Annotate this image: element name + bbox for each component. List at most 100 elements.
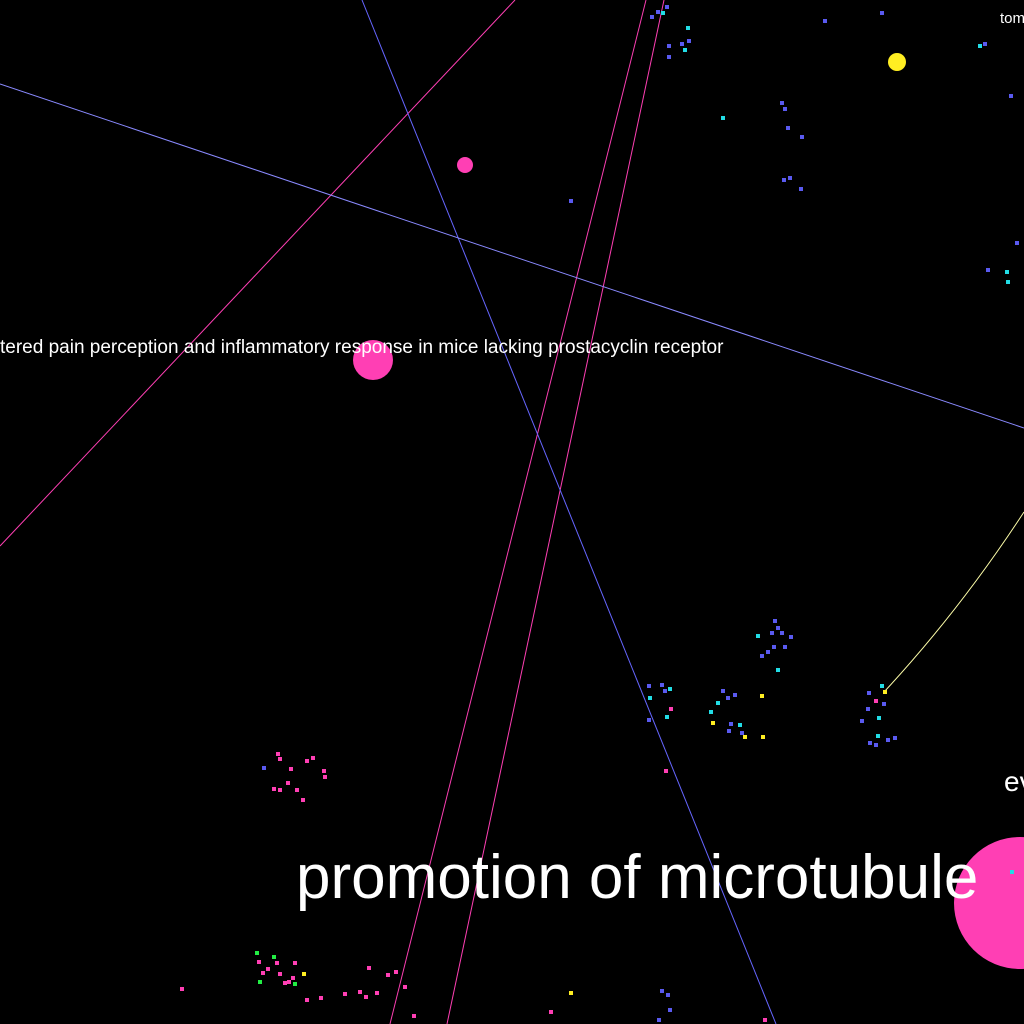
- node[interactable]: [766, 650, 770, 654]
- node[interactable]: [726, 696, 730, 700]
- node[interactable]: [876, 734, 880, 738]
- node[interactable]: [364, 995, 368, 999]
- node[interactable]: [668, 687, 672, 691]
- node[interactable]: [1009, 94, 1013, 98]
- node[interactable]: [680, 42, 684, 46]
- node[interactable]: [800, 135, 804, 139]
- node[interactable]: [293, 982, 297, 986]
- node[interactable]: [686, 26, 690, 30]
- node[interactable]: [1010, 870, 1014, 874]
- node[interactable]: [1005, 270, 1009, 274]
- node[interactable]: [261, 971, 265, 975]
- node[interactable]: [660, 683, 664, 687]
- node[interactable]: [763, 1018, 767, 1022]
- node[interactable]: [278, 972, 282, 976]
- node[interactable]: [683, 48, 687, 52]
- node[interactable]: [278, 757, 282, 761]
- node[interactable]: [687, 39, 691, 43]
- node[interactable]: [664, 769, 668, 773]
- node[interactable]: [776, 626, 780, 630]
- node[interactable]: [302, 972, 306, 976]
- node[interactable]: [740, 731, 744, 735]
- node[interactable]: [319, 996, 323, 1000]
- node[interactable]: [657, 1018, 661, 1022]
- node[interactable]: [258, 980, 262, 984]
- node[interactable]: [276, 752, 280, 756]
- hub-node-microtubule[interactable]: [954, 837, 1024, 969]
- node[interactable]: [711, 721, 715, 725]
- node[interactable]: [283, 981, 287, 985]
- node[interactable]: [412, 1014, 416, 1018]
- node[interactable]: [293, 961, 297, 965]
- node[interactable]: [668, 1008, 672, 1012]
- node[interactable]: [721, 116, 725, 120]
- node[interactable]: [880, 11, 884, 15]
- node[interactable]: [799, 187, 803, 191]
- node[interactable]: [656, 10, 660, 14]
- node[interactable]: [291, 976, 295, 980]
- node[interactable]: [403, 985, 407, 989]
- node[interactable]: [661, 11, 665, 15]
- node[interactable]: [874, 699, 878, 703]
- node[interactable]: [367, 966, 371, 970]
- node[interactable]: [301, 798, 305, 802]
- node[interactable]: [648, 696, 652, 700]
- node[interactable]: [305, 759, 309, 763]
- node[interactable]: [669, 707, 673, 711]
- node[interactable]: [180, 987, 184, 991]
- node[interactable]: [666, 993, 670, 997]
- node[interactable]: [733, 693, 737, 697]
- node[interactable]: [266, 967, 270, 971]
- node[interactable]: [275, 961, 279, 965]
- node[interactable]: [647, 718, 651, 722]
- node[interactable]: [721, 689, 725, 693]
- node[interactable]: [667, 55, 671, 59]
- node[interactable]: [743, 735, 747, 739]
- node[interactable]: [788, 176, 792, 180]
- node[interactable]: [665, 715, 669, 719]
- node[interactable]: [776, 668, 780, 672]
- node[interactable]: [883, 690, 887, 694]
- node[interactable]: [729, 722, 733, 726]
- node[interactable]: [867, 691, 871, 695]
- node[interactable]: [760, 694, 764, 698]
- node[interactable]: [780, 101, 784, 105]
- node[interactable]: [727, 729, 731, 733]
- node[interactable]: [756, 634, 760, 638]
- node[interactable]: [278, 788, 282, 792]
- node[interactable]: [782, 178, 786, 182]
- node[interactable]: [773, 619, 777, 623]
- node[interactable]: [783, 107, 787, 111]
- node[interactable]: [983, 42, 987, 46]
- node[interactable]: [272, 787, 276, 791]
- node[interactable]: [709, 710, 713, 714]
- node[interactable]: [772, 645, 776, 649]
- node[interactable]: [1015, 241, 1019, 245]
- node[interactable]: [880, 684, 884, 688]
- node[interactable]: [786, 126, 790, 130]
- node[interactable]: [978, 44, 982, 48]
- node[interactable]: [569, 199, 573, 203]
- node[interactable]: [986, 268, 990, 272]
- node[interactable]: [311, 756, 315, 760]
- node[interactable]: [257, 960, 261, 964]
- node[interactable]: [343, 992, 347, 996]
- node[interactable]: [877, 716, 881, 720]
- node[interactable]: [665, 5, 669, 9]
- node[interactable]: [272, 955, 276, 959]
- node[interactable]: [569, 991, 573, 995]
- node[interactable]: [770, 631, 774, 635]
- node[interactable]: [716, 701, 720, 705]
- node[interactable]: [650, 15, 654, 19]
- node[interactable]: [663, 689, 667, 693]
- node[interactable]: [358, 990, 362, 994]
- node[interactable]: [823, 19, 827, 23]
- node[interactable]: [1006, 280, 1010, 284]
- node[interactable]: [868, 741, 872, 745]
- node[interactable]: [860, 719, 864, 723]
- node[interactable]: [305, 998, 309, 1002]
- hub-node-prostacyclin[interactable]: [353, 340, 393, 380]
- node[interactable]: [888, 53, 906, 71]
- node[interactable]: [323, 775, 327, 779]
- node[interactable]: [255, 951, 259, 955]
